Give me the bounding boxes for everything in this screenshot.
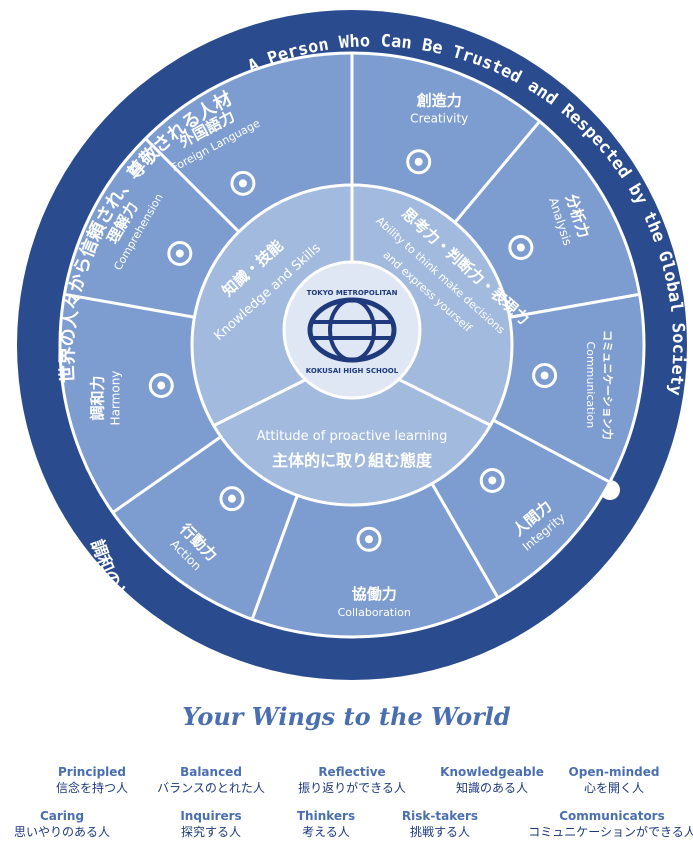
segment-label-jp: 調和力 [89, 376, 107, 421]
network-icon [532, 363, 558, 389]
segment-divider [64, 292, 195, 319]
attribute-jp: 知識のある人 [455, 781, 528, 795]
attribute-item: Open-minded 心を開く人 [569, 764, 660, 796]
logo-top-text: TOKYO METROPOLITAN [307, 289, 398, 297]
head-gears-icon [167, 240, 193, 266]
segment-divider [453, 120, 541, 224]
attribute-item: Communicators コミュニケーションができる人 [528, 808, 693, 840]
globe-icon [230, 170, 256, 196]
attribute-jp: 信念を持つ人 [55, 781, 129, 795]
attitude-jp: 主体的に取り組む態度 [272, 451, 433, 470]
attribute-jp: 心を開く人 [583, 781, 644, 795]
attribute-en: Thinkers [296, 809, 356, 823]
attribute-en: Reflective [318, 765, 386, 779]
school-logo [282, 260, 422, 400]
attribute-en: Inquirers [180, 809, 242, 823]
attribute-item: Risk-takers 挑戦する人 [402, 808, 478, 840]
attribute-jp: コミュニケーションができる人 [528, 825, 693, 839]
segment-label-en: Creativity [410, 111, 468, 125]
segment-collaboration: 協働力 Collaboration [338, 526, 411, 619]
tagline: Your Wings to the World [182, 702, 511, 731]
segment-label-en: Collaboration [338, 606, 411, 619]
segment-communication: コミュニケーション力 Communication [532, 330, 615, 440]
segment-divider [509, 292, 640, 319]
segment-creativity: 創造力 Creativity [406, 91, 468, 175]
idea-person-icon [406, 149, 432, 175]
segment-label-jp: 創造力 [416, 91, 462, 109]
logo-bottom-text: KOKUSAI HIGH SCHOOL [306, 367, 399, 375]
attribute-jp: バランスのとれた人 [157, 781, 265, 795]
attitude-en: Attitude of proactive learning [257, 429, 448, 444]
attribute-item: Caring 思いやりのある人 [14, 808, 110, 840]
segment-label-en: Harmony [109, 371, 123, 426]
magnifier-icon [508, 235, 534, 260]
attribute-en: Balanced [180, 765, 242, 779]
segment-divider [430, 482, 500, 599]
attribute-item: Knowledgeable 知識のある人 [440, 764, 544, 796]
attribute-jp: 挑戦する人 [409, 825, 470, 839]
inner-divider-left [214, 378, 306, 427]
attribute-en: Principled [57, 765, 127, 779]
school-emblem-icon [307, 297, 397, 363]
hands-icon [356, 526, 382, 552]
attribute-en: Knowledgeable [440, 765, 544, 779]
attribute-item: Reflective 振り返りができる人 [298, 764, 406, 796]
inner-divider-right [399, 378, 491, 427]
attribute-en: Caring [39, 809, 85, 823]
runner-icon [219, 486, 245, 512]
attribute-en: Open-minded [568, 765, 660, 779]
attribute-jp: 振り返りができる人 [298, 781, 406, 795]
attribute-item: Inquirers 探究する人 [180, 808, 241, 840]
attribute-item: Thinkers 考える人 [297, 808, 355, 840]
attribute-jp: 探究する人 [180, 825, 241, 839]
segment-label-en: Communication [584, 342, 597, 429]
attribute-item: Balanced バランスのとれた人 [157, 764, 265, 796]
attribute-en: Communicators [559, 809, 665, 823]
attribute-en: Risk-takers [401, 809, 479, 823]
skills-wheel-diagram: TOKYO METROPOLITAN KOKUSAI HIGH SCHOOL 世… [17, 10, 687, 680]
attribute-item: Principled 信念を持つ人 [56, 764, 128, 796]
segment-divider [250, 494, 299, 620]
segment-divider [144, 137, 240, 233]
segment-divider [492, 418, 611, 484]
person-icon [479, 467, 505, 493]
segment-divider [111, 435, 222, 514]
segment-dividers [64, 53, 640, 620]
segment-label-jp: 協働力 [352, 585, 397, 603]
attribute-jp: 思いやりのある人 [13, 825, 111, 839]
segment-label-jp: コミュニケーション力 [601, 330, 615, 440]
puzzle-icon [148, 373, 174, 399]
attribute-jp: 考える人 [302, 825, 350, 839]
